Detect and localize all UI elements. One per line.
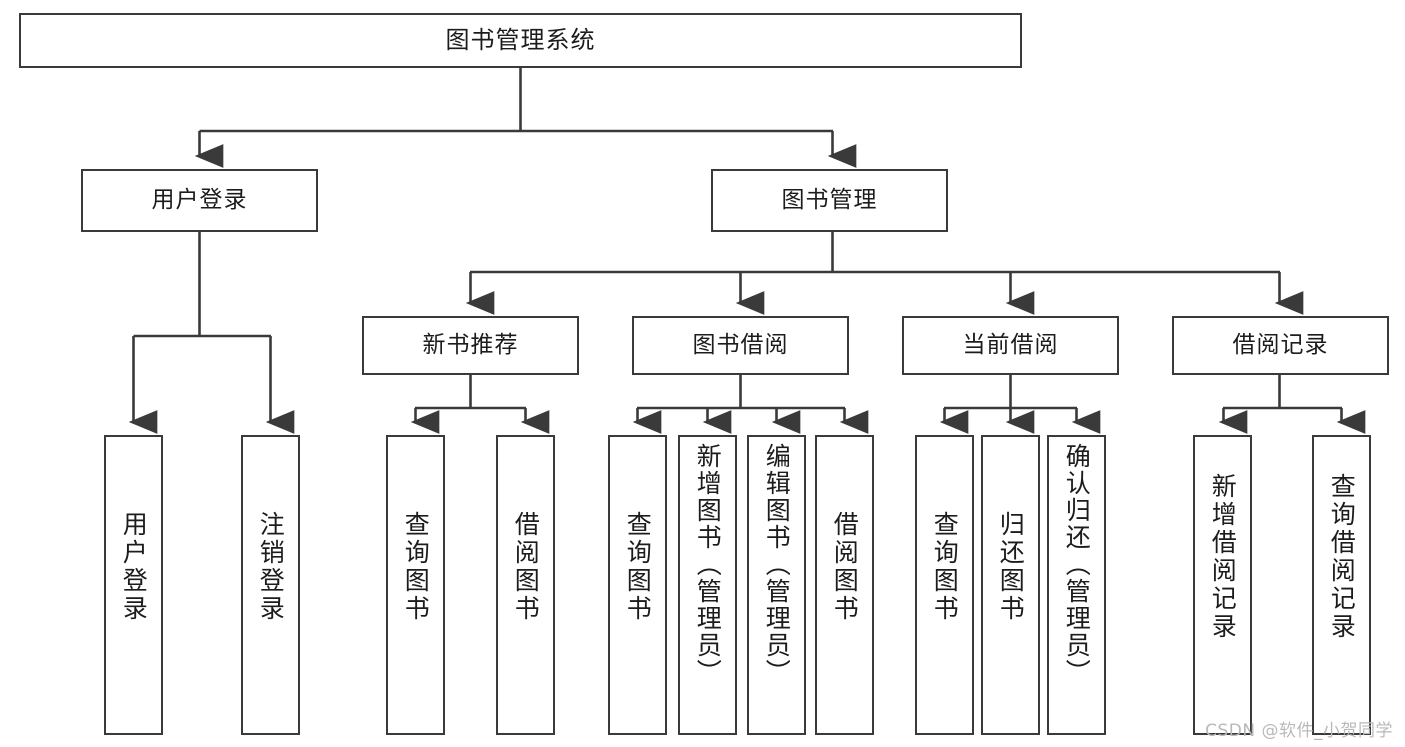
csdn-watermark: CSDN @软件_小贺同学 (1205, 721, 1393, 741)
leaf-borrow-book[interactable]: 借阅图书 (815, 435, 874, 735)
node-book-management[interactable]: 图书管理 (711, 169, 948, 232)
node-label: 查询借阅记录 (1327, 473, 1357, 641)
leaf-logout-login[interactable]: 注销登录 (241, 435, 300, 735)
node-label: 确认归还（管理员） (1062, 443, 1092, 686)
node-label: 借阅图书 (830, 511, 860, 623)
node-label: 新增借阅记录 (1208, 473, 1238, 641)
leaf-borrow-book-new[interactable]: 借阅图书 (496, 435, 555, 735)
leaf-confirm-return-admin[interactable]: 确认归还（管理员） (1047, 435, 1106, 735)
node-label: 编辑图书（管理员） (762, 443, 792, 686)
leaf-query-book-new[interactable]: 查询图书 (386, 435, 445, 735)
node-borrow-record[interactable]: 借阅记录 (1172, 316, 1389, 375)
node-label: 图书借阅 (692, 332, 789, 359)
leaf-query-book-current[interactable]: 查询图书 (915, 435, 974, 735)
node-label: 新书推荐 (422, 332, 519, 359)
node-label: 借阅记录 (1232, 332, 1329, 359)
node-label: 图书管理 (781, 187, 878, 214)
leaf-query-borrow-record[interactable]: 查询借阅记录 (1312, 435, 1371, 735)
node-label: 当前借阅 (962, 332, 1059, 359)
node-label: 查询图书 (623, 511, 653, 623)
node-user-login[interactable]: 用户登录 (81, 169, 318, 232)
node-new-book-recommend[interactable]: 新书推荐 (362, 316, 579, 375)
node-label: 借阅图书 (511, 511, 541, 623)
node-book-management-system[interactable]: 图书管理系统 (19, 13, 1022, 68)
leaf-edit-book-admin[interactable]: 编辑图书（管理员） (747, 435, 806, 735)
leaf-return-book[interactable]: 归还图书 (981, 435, 1040, 735)
node-book-borrow[interactable]: 图书借阅 (632, 316, 849, 375)
node-label: 用户登录 (119, 511, 149, 623)
leaf-user-login[interactable]: 用户登录 (104, 435, 163, 735)
leaf-query-book-borrow[interactable]: 查询图书 (608, 435, 667, 735)
node-label: 归还图书 (996, 511, 1026, 623)
node-label: 新增图书（管理员） (693, 443, 723, 686)
node-label: 查询图书 (930, 511, 960, 623)
node-label: 用户登录 (151, 187, 248, 214)
node-label: 查询图书 (401, 511, 431, 623)
leaf-add-book-admin[interactable]: 新增图书（管理员） (678, 435, 737, 735)
node-label: 图书管理系统 (445, 25, 596, 54)
node-current-borrow[interactable]: 当前借阅 (902, 316, 1119, 375)
leaf-add-borrow-record[interactable]: 新增借阅记录 (1193, 435, 1252, 735)
node-label: 注销登录 (256, 511, 286, 623)
